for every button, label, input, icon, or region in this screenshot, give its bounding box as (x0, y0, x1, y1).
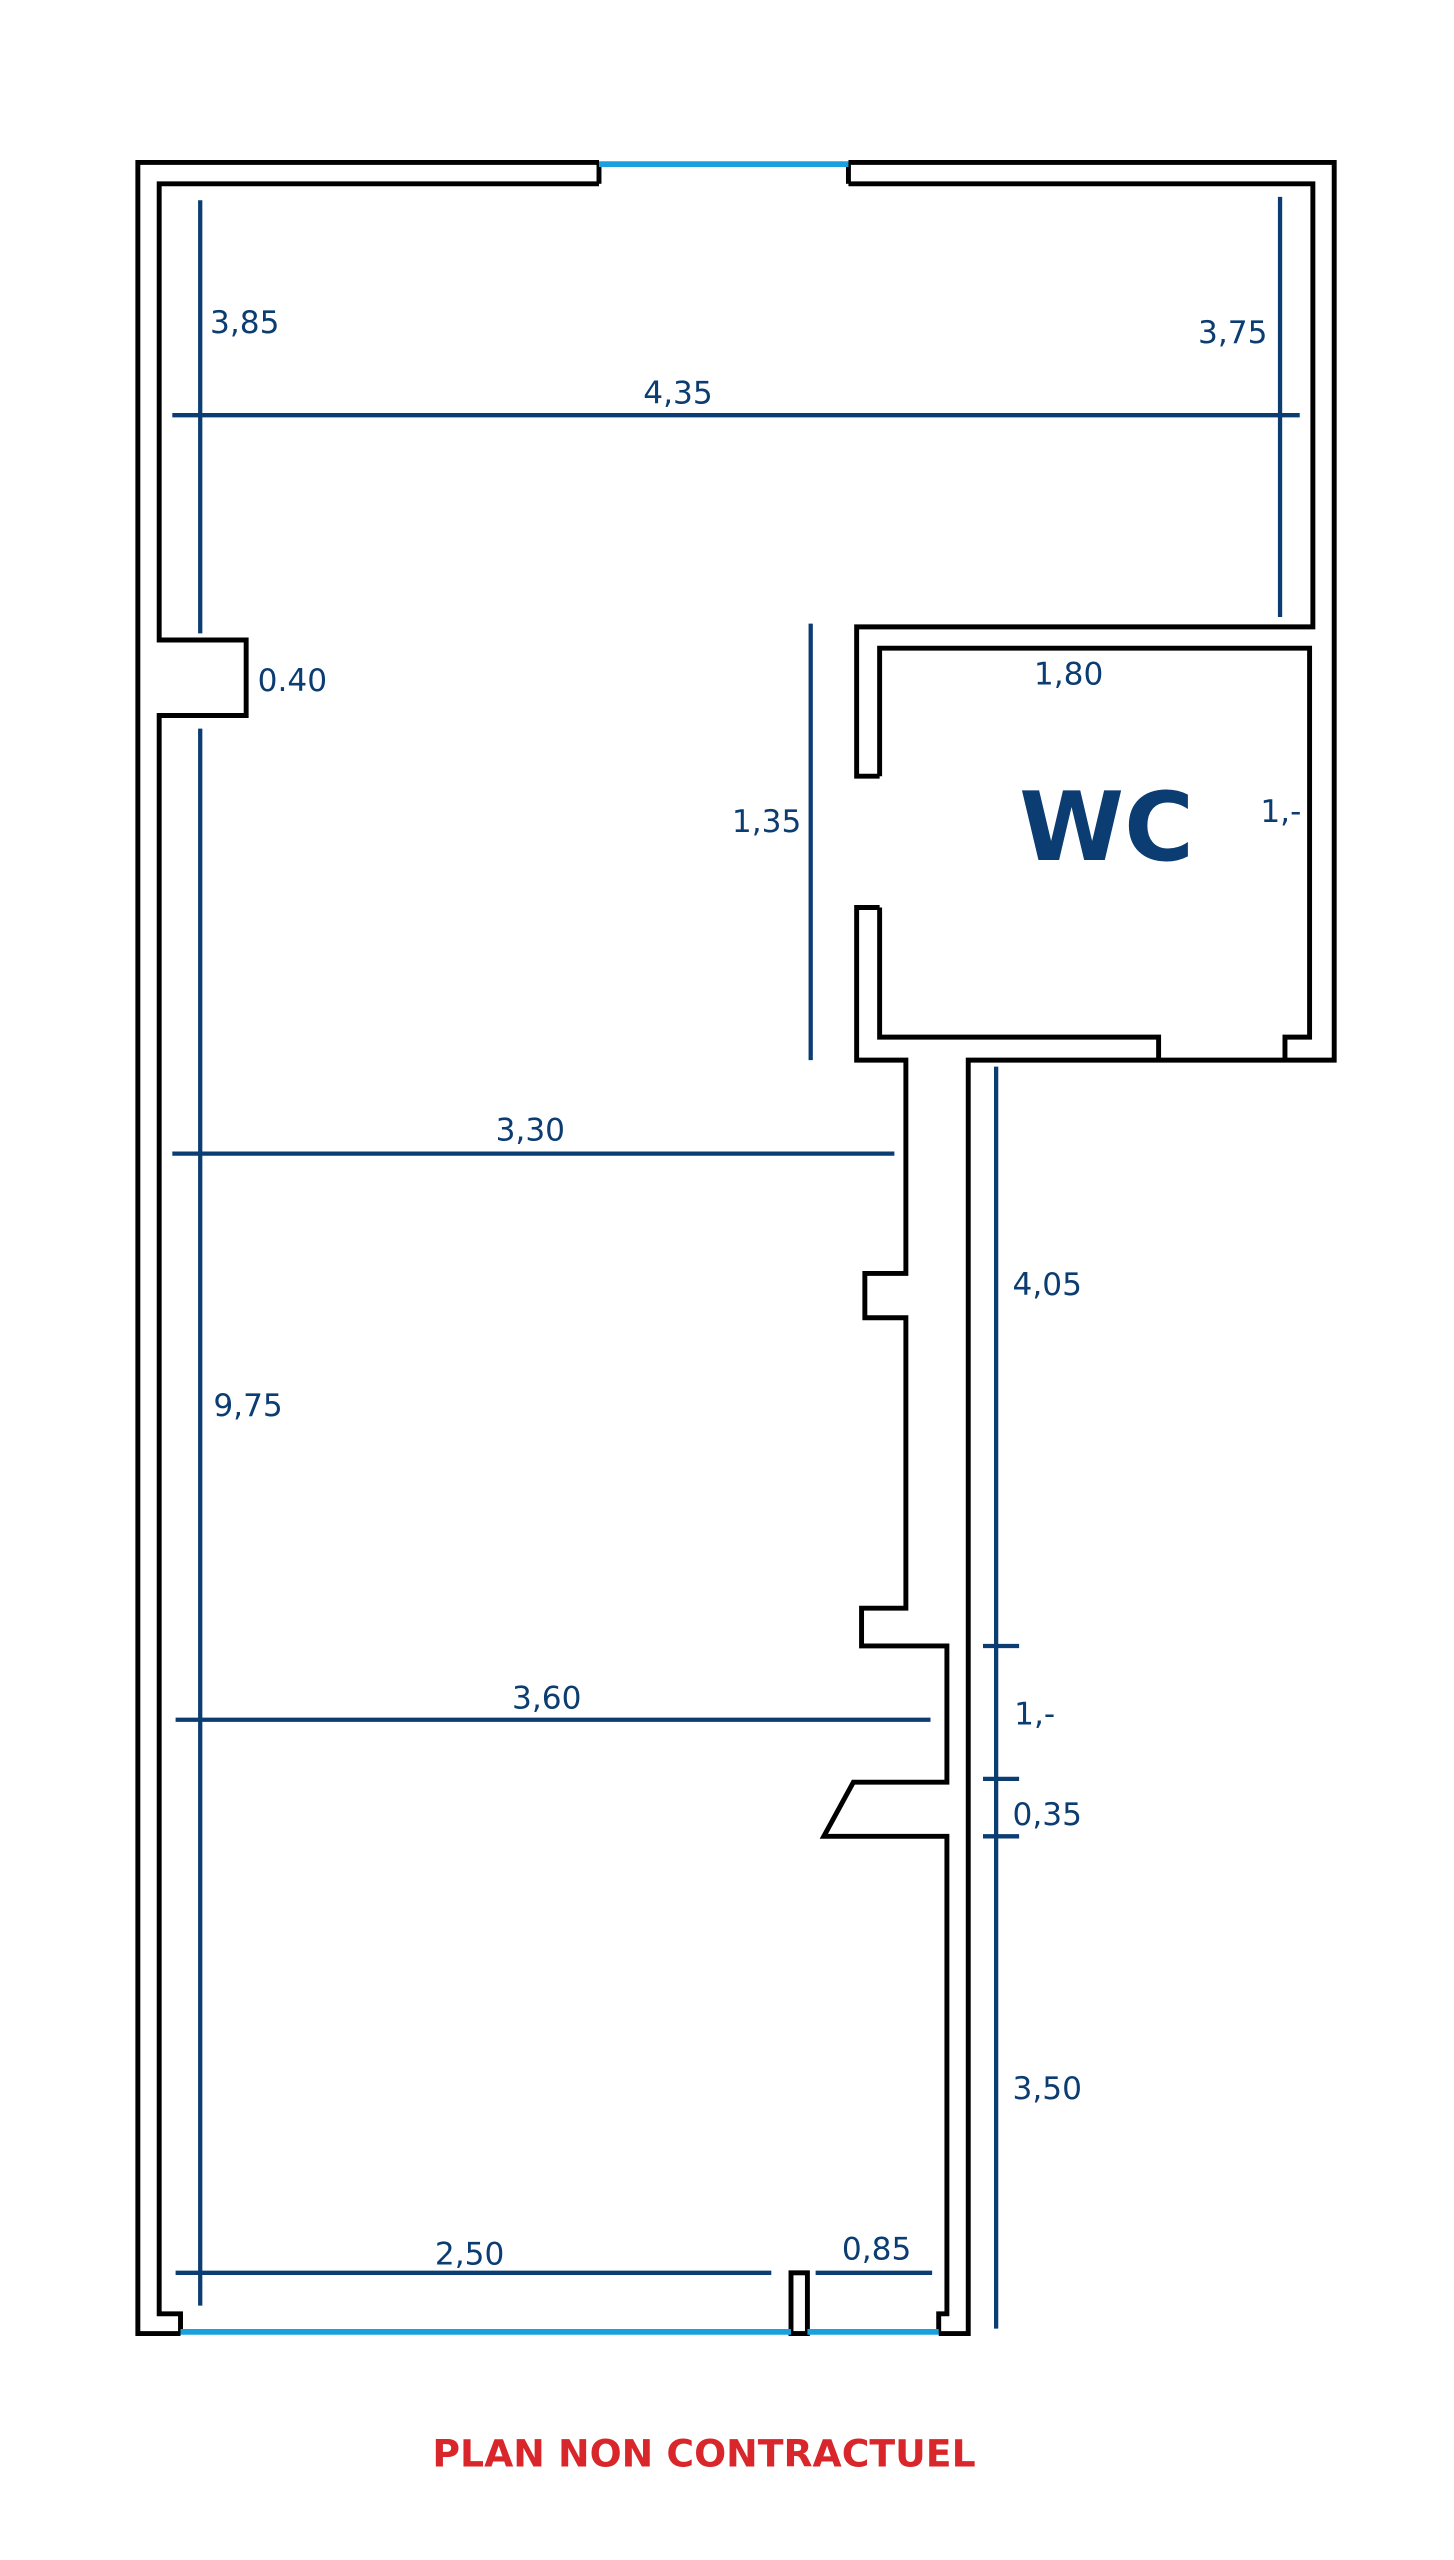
dim-bottom-left-width: 2,50 (435, 2237, 504, 2273)
pillar (788, 2270, 810, 2336)
dim-niche: 0.40 (258, 663, 327, 699)
dimension-labels: 3,85 4,35 3,75 0.40 1,80 1,- 1,35 3,30 4… (210, 305, 1301, 2272)
dim-corridor-length: 4,05 (1013, 1267, 1082, 1303)
dim-total-length: 9,75 (213, 1388, 282, 1424)
dim-door-segment: 1,- (1014, 1697, 1055, 1733)
dim-door-step: 0,35 (1013, 1797, 1082, 1833)
windows (180, 161, 939, 2335)
disclaimer: PLAN NON CONTRACTUEL (432, 2431, 975, 2475)
dim-mid-width: 3,30 (496, 1113, 565, 1149)
dim-lower-width: 3,60 (512, 1680, 581, 1716)
dim-wc-width: 1,80 (1034, 656, 1103, 692)
dim-wc-side: 1,35 (732, 804, 801, 840)
room-label-wc: WC (1019, 773, 1194, 883)
dim-top-width: 4,35 (643, 376, 712, 412)
dimension-lines (172, 196, 1300, 2329)
dim-wc-depth: 1,- (1260, 794, 1301, 830)
dim-top-left-height: 3,85 (210, 305, 279, 341)
dim-lower-corridor: 3,50 (1013, 2071, 1082, 2107)
dim-top-right-height: 3,75 (1198, 315, 1267, 351)
walls (135, 160, 1337, 2336)
dim-bottom-right-width: 0,85 (842, 2232, 911, 2268)
